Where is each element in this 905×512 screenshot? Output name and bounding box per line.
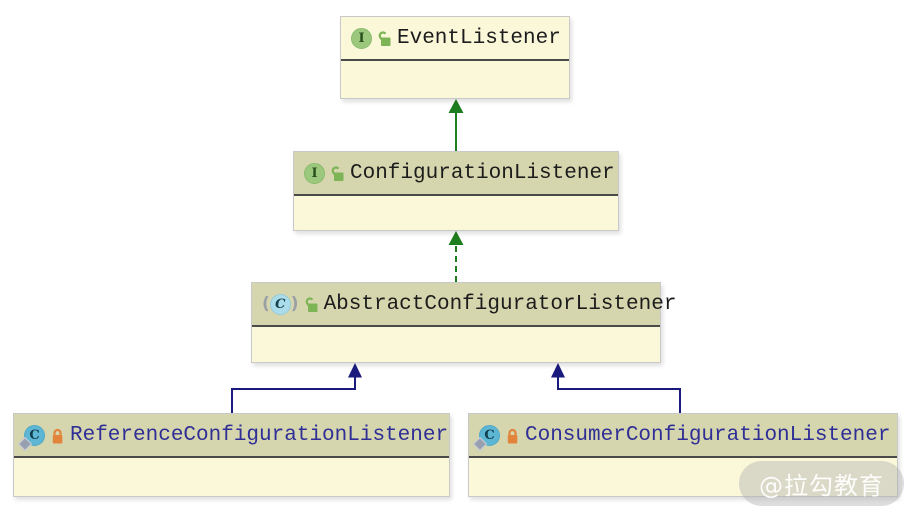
- class-icon: C: [472, 424, 500, 451]
- edge-abstractconfiguratorlistener-implements-configurationlistener: [448, 231, 464, 282]
- interface-icon: I: [351, 27, 372, 49]
- class-name: ConfigurationListener: [350, 161, 615, 185]
- open-lock-icon: [330, 165, 345, 182]
- class-name: ConsumerConfigurationListener: [525, 423, 891, 447]
- open-lock-icon: [304, 296, 319, 313]
- watermark: @拉勾教育: [739, 461, 904, 506]
- node-title: C ConsumerConfigurationListener: [469, 414, 897, 458]
- closed-lock-icon: [50, 427, 65, 444]
- node-body: [341, 61, 569, 98]
- edge-referenceconfigurationlistener-extends-abstractconfiguratorlistener: [231, 363, 362, 413]
- class-name: ReferenceConfigurationListener: [70, 423, 449, 447]
- interface-icon: I: [304, 162, 325, 184]
- class-node-eventlistener[interactable]: I EventListener: [340, 16, 570, 99]
- closed-lock-icon: [505, 427, 520, 444]
- paren-open: (: [262, 293, 270, 314]
- open-lock-icon: [377, 30, 392, 47]
- node-body: [14, 458, 449, 496]
- class-node-consumerconfigurationlistener[interactable]: C ConsumerConfigurationListener: [468, 413, 898, 497]
- edge-consumerconfigurationlistener-extends-abstractconfiguratorlistener: [551, 363, 681, 413]
- node-body: [294, 196, 618, 230]
- class-node-configurationlistener[interactable]: I ConfigurationListener: [293, 151, 619, 231]
- abstract-class-letter: C: [269, 293, 291, 315]
- node-body: [252, 327, 660, 362]
- class-node-abstractconfiguratorlistener[interactable]: ( C ) AbstractConfiguratorListener: [251, 282, 676, 363]
- class-node-referenceconfigurationlistener[interactable]: C ReferenceConfigurationListener: [13, 413, 450, 497]
- class-icon: C: [17, 424, 45, 451]
- abstract-class-icon: ( C ): [262, 293, 299, 315]
- node-title: C ReferenceConfigurationListener: [14, 414, 449, 458]
- paren-close: ): [290, 293, 299, 314]
- class-name: AbstractConfiguratorListener: [323, 292, 677, 316]
- node-title: I ConfigurationListener: [294, 152, 618, 196]
- node-title: I EventListener: [341, 17, 569, 61]
- node-title: ( C ) AbstractConfiguratorListener: [252, 283, 676, 327]
- node-body: [469, 458, 897, 496]
- class-name: EventListener: [397, 26, 561, 50]
- edge-configurationlistener-extends-eventlistener: [448, 99, 464, 151]
